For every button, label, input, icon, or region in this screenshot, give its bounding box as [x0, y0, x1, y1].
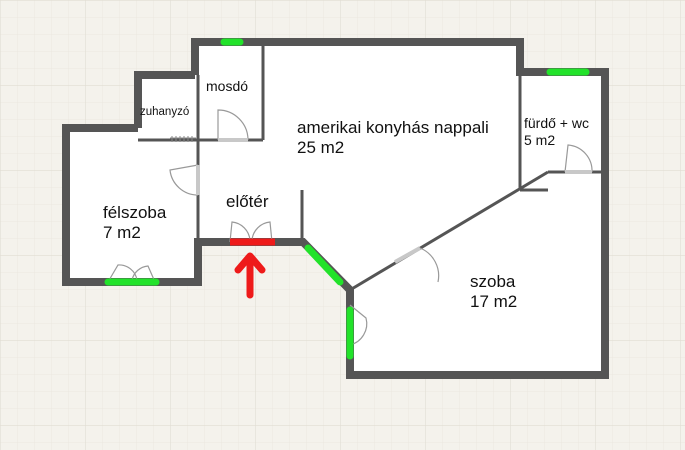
- door-szoba: [394, 247, 440, 283]
- door-thresholds: [196, 138, 592, 264]
- room-zuhanyzo-name: zuhanyzó: [140, 106, 190, 118]
- door-felszoba: [169, 164, 199, 196]
- room-felszoba-area: 7 m2: [103, 223, 141, 243]
- door-furdo: [564, 144, 593, 173]
- room-furdo: fürdő + wc 5 m2: [524, 115, 589, 149]
- door-window-left-2: [131, 265, 156, 283]
- window-diagonal: [304, 244, 344, 286]
- entrance-arrow-icon: [234, 252, 266, 299]
- room-szoba-name: szoba: [470, 272, 516, 291]
- door-mosdo: [217, 109, 249, 141]
- room-zuhanyzo: zuhanyzó: [140, 106, 189, 120]
- shower-threshold: [170, 136, 196, 142]
- room-nappali-name: amerikai konyhás nappali: [297, 118, 489, 137]
- room-mosdo-name: mosdó: [206, 78, 249, 94]
- door-window-right: [349, 304, 368, 346]
- room-furdo-area: 5 m2: [524, 131, 556, 148]
- doors: [107, 109, 593, 346]
- room-nappali: amerikai konyhás nappali 25 m2: [297, 118, 489, 159]
- door-eloter-right: [251, 221, 273, 243]
- room-mosdo: mosdó: [206, 78, 248, 95]
- room-felszoba-name: félszoba: [103, 203, 167, 222]
- room-furdo-name: fürdő + wc: [524, 115, 589, 131]
- floors: [66, 42, 605, 375]
- windows: [104, 38, 590, 360]
- door-window-left: [107, 264, 138, 283]
- room-eloter-name: előtér: [226, 192, 269, 211]
- room-szoba-area: 17 m2: [470, 292, 518, 312]
- room-felszoba: félszoba 7 m2: [103, 203, 166, 244]
- room-szoba: szoba 17 m2: [470, 272, 517, 313]
- door-eloter-left: [229, 221, 251, 243]
- room-nappali-area: 25 m2: [297, 138, 345, 158]
- room-eloter: előtér: [226, 192, 269, 212]
